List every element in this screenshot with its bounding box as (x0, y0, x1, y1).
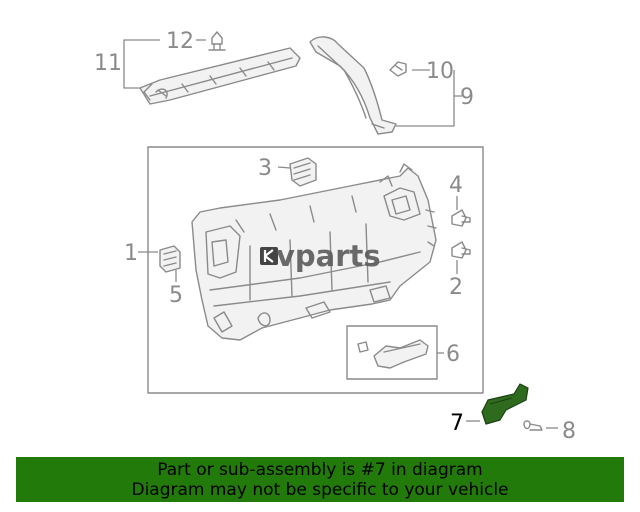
callout-2: 2 (449, 275, 463, 300)
watermark: vparts (260, 239, 381, 273)
callout-8: 8 (562, 419, 576, 444)
part-2-clip (451, 241, 471, 259)
part-5-bracket (159, 245, 181, 273)
callout-1: 1 (124, 241, 138, 266)
part-3-bracket (289, 157, 317, 187)
parts-diagram: 12 11 10 9 3 4 1 2 5 6 7 8 vparts (94, 29, 576, 444)
k-logo-icon (260, 247, 278, 265)
callout-10: 10 (426, 59, 454, 84)
watermark-brand: vparts (276, 239, 381, 273)
callout-labels: 12 11 10 9 3 4 1 2 5 6 7 8 (94, 29, 576, 444)
callout-4: 4 (449, 173, 463, 198)
banner-line-2: Diagram may not be specific to your vehi… (131, 480, 509, 500)
part-7-highlighted-bracket (481, 383, 529, 425)
callout-3: 3 (258, 156, 272, 181)
callout-5: 5 (169, 283, 183, 308)
callout-11: 11 (94, 51, 122, 76)
callout-9: 9 (460, 85, 474, 110)
part-9-side-garnish (309, 36, 397, 135)
part-1-back-door-trim (191, 163, 437, 341)
callout-7: 7 (450, 411, 464, 436)
banner-line-1: Part or sub-assembly is #7 in diagram (157, 460, 483, 480)
callout-12: 12 (166, 29, 194, 54)
leader-lines (123, 39, 558, 429)
part-4-clip (451, 209, 471, 227)
callout-6: 6 (446, 342, 460, 367)
part-11-upper-trim (139, 47, 301, 105)
part-10-clip (389, 61, 407, 77)
info-banner: Part or sub-assembly is #7 in diagram Di… (16, 457, 624, 502)
part-8-screw (523, 420, 543, 431)
assembly-box (147, 146, 484, 394)
part-6-handle (357, 339, 429, 369)
part-12-clip (208, 31, 226, 51)
